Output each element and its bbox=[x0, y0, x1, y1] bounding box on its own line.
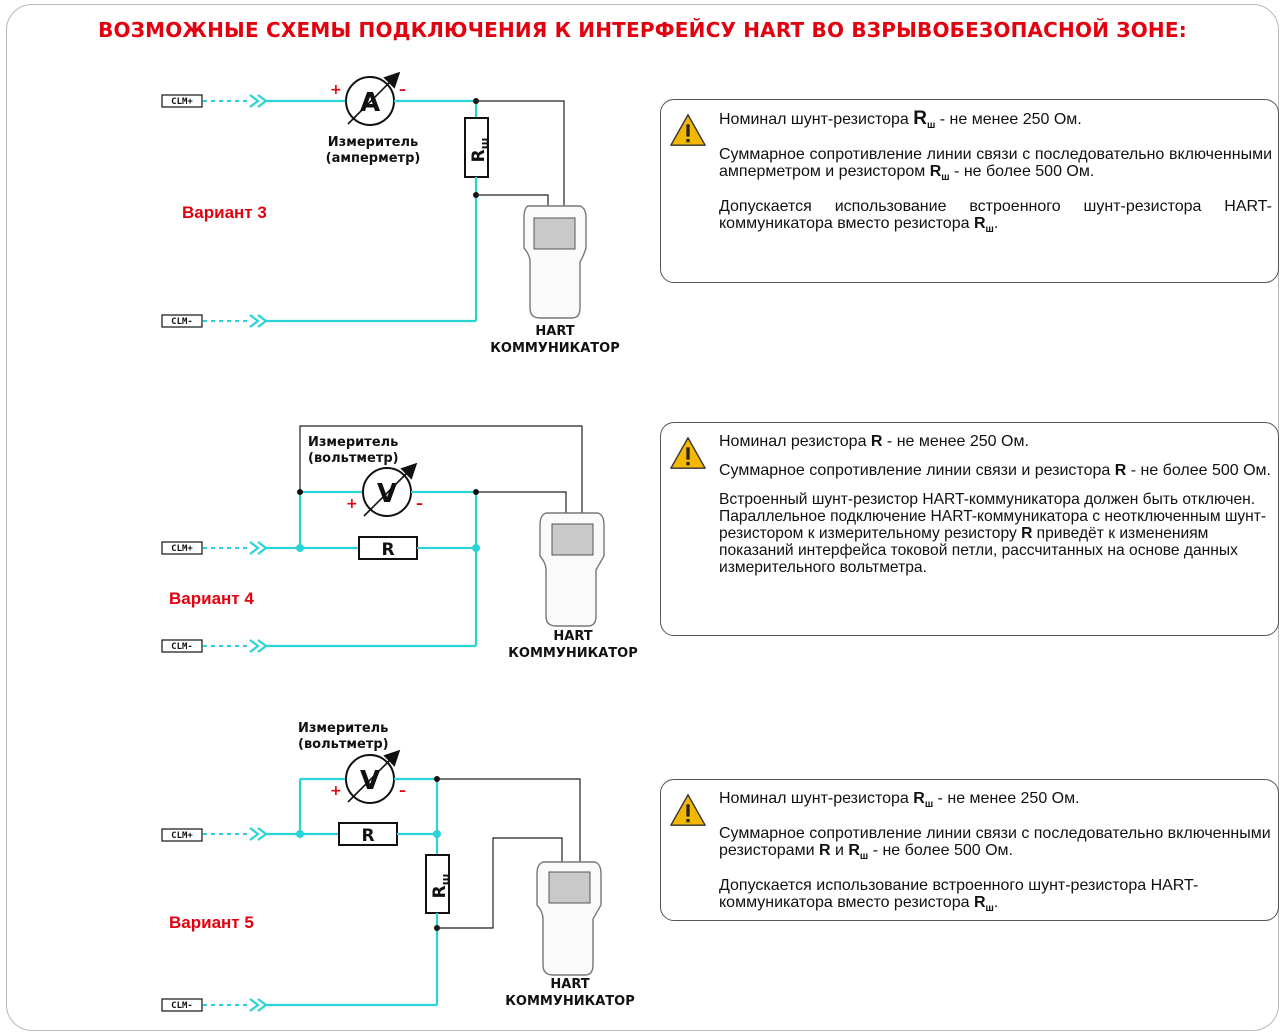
shunt-resistor-label: Rш bbox=[430, 874, 452, 899]
clm-plus-terminal bbox=[161, 828, 203, 842]
clm-plus-label: CLM+ bbox=[171, 831, 193, 841]
meter-caption-1: Измеритель bbox=[298, 721, 388, 736]
clm-minus-label: CLM- bbox=[171, 317, 193, 327]
variant-5-label: Вариант 5 bbox=[169, 913, 254, 932]
note-line: Номинал шунт-резистора Rш - не менее 250… bbox=[719, 790, 1080, 811]
variant-3-note: Номинал шунт-резистора Rш - не менее 250… bbox=[660, 99, 1279, 283]
minus-sign: – bbox=[416, 496, 423, 512]
clm-minus-terminal bbox=[161, 998, 203, 1012]
arrow-icon bbox=[249, 94, 268, 108]
plus-sign: + bbox=[346, 496, 358, 512]
note-line: Суммарное сопротивление линии связи и ре… bbox=[719, 462, 1271, 479]
note-line: Встроенный шунт-резистор HART-коммуникат… bbox=[719, 491, 1267, 576]
hart-communicator-icon bbox=[539, 512, 605, 627]
variant-5-diagram: Измеритель (вольтметр) V + – CLM+ R Rш C… bbox=[161, 721, 635, 1012]
warning-triangle-icon bbox=[670, 437, 706, 469]
warning-triangle-icon bbox=[670, 794, 706, 826]
clm-minus-label: CLM- bbox=[171, 642, 193, 652]
arrow-icon bbox=[249, 639, 268, 653]
arrow-icon bbox=[249, 314, 268, 328]
device-label-2: КОММУНИКАТОР bbox=[508, 646, 637, 661]
device-label-1: HART bbox=[550, 977, 589, 992]
clm-minus-label: CLM- bbox=[171, 1001, 193, 1011]
plus-sign: + bbox=[330, 82, 342, 98]
shunt-resistor-label: Rш bbox=[469, 138, 491, 163]
clm-minus-terminal bbox=[161, 314, 203, 328]
variant-3-diagram: CLM+ A + – Измеритель (амперметр) Rш CLM… bbox=[161, 71, 620, 356]
note-line: Допускается использование встроенного шу… bbox=[719, 198, 1272, 236]
arrow-icon bbox=[249, 827, 268, 841]
meter-caption-2: (вольтметр) bbox=[308, 451, 399, 466]
note-line: Номинал шунт-резистора Rш - не менее 250… bbox=[719, 108, 1082, 132]
minus-sign: – bbox=[399, 82, 406, 98]
minus-sign: – bbox=[399, 783, 406, 799]
variant-4-diagram: Измеритель (вольтметр) V + – CLM+ R CLM- bbox=[161, 425, 638, 661]
note-line: Суммарное сопротивление линии связи с по… bbox=[719, 146, 1272, 184]
note-line: Допускается использование встроенного шу… bbox=[719, 877, 1199, 915]
device-label-1: HART bbox=[535, 324, 574, 339]
clm-plus-label: CLM+ bbox=[171, 97, 193, 107]
device-label-1: HART bbox=[553, 629, 592, 644]
clm-plus-terminal bbox=[161, 541, 203, 555]
clm-plus-label: CLM+ bbox=[171, 544, 193, 554]
device-label-2: КОММУНИКАТОР bbox=[505, 994, 634, 1009]
clm-plus-terminal bbox=[161, 94, 203, 108]
resistor-label: R bbox=[381, 540, 394, 560]
hart-communicator-icon bbox=[536, 861, 602, 976]
note-line: Номинал резистора R - не менее 250 Ом. bbox=[719, 433, 1029, 450]
meter-caption-2: (амперметр) bbox=[326, 151, 421, 166]
note-line: Суммарное сопротивление линии связи с по… bbox=[719, 825, 1271, 863]
arrow-icon bbox=[249, 998, 268, 1012]
variant-3-label: Вариант 3 bbox=[182, 203, 267, 222]
variant-5-note: Номинал шунт-резистора Rш - не менее 250… bbox=[660, 779, 1279, 921]
plus-sign: + bbox=[330, 783, 342, 799]
resistor-label: R bbox=[361, 826, 374, 846]
meter-caption-1: Измеритель bbox=[328, 135, 418, 150]
hart-communicator-icon bbox=[523, 205, 587, 319]
warning-triangle-icon bbox=[670, 114, 706, 146]
device-label-2: КОММУНИКАТОР bbox=[490, 341, 619, 356]
clm-minus-terminal bbox=[161, 639, 203, 653]
variant-4-note: Номинал резистора R - не менее 250 Ом. С… bbox=[660, 422, 1279, 636]
page-title: ВОЗМОЖНЫЕ СХЕМЫ ПОДКЛЮЧЕНИЯ К ИНТЕРФЕЙСУ… bbox=[98, 18, 1187, 42]
meter-caption-1: Измеритель bbox=[308, 435, 398, 450]
arrow-icon bbox=[249, 541, 268, 555]
meter-caption-2: (вольтметр) bbox=[298, 737, 389, 752]
variant-4-label: Вариант 4 bbox=[169, 589, 254, 608]
